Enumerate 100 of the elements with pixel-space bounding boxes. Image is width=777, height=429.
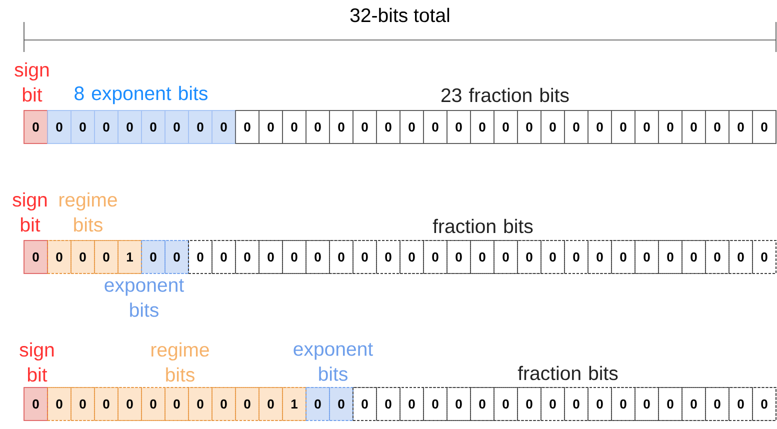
bit-cell: 0 [728, 240, 753, 274]
bit-cell: 0 [329, 240, 354, 274]
bit-cell: 0 [446, 387, 471, 421]
bit-cell: 0 [611, 240, 636, 274]
bit-cell: 0 [682, 110, 706, 144]
bit-cell: 0 [118, 110, 142, 144]
bit-cell: 0 [352, 387, 377, 421]
bit-cell: 0 [352, 240, 377, 274]
bit-cell: 0 [47, 110, 72, 144]
field-heading: sign bit [14, 62, 49, 102]
bit-cell: 1 [118, 240, 142, 274]
field-heading: exponent bits [294, 343, 373, 381]
field-heading: fraction bits [518, 366, 618, 380]
bit-cell: 0 [70, 240, 95, 274]
bit-cell: 0 [540, 240, 565, 274]
field-heading: sign bit [12, 192, 47, 232]
bit-cell: 0 [752, 110, 776, 144]
bit-cell: 0 [235, 387, 260, 421]
field-heading: regime bits [152, 342, 209, 382]
bit-cell: 0 [658, 240, 682, 274]
bit-cell: 0 [118, 387, 142, 421]
bit-cell: 0 [705, 110, 730, 144]
field-heading: 23 fraction bits [442, 88, 569, 102]
bit-cell: 0 [188, 387, 212, 421]
bit-cell: 0 [446, 240, 471, 274]
bit-cell: 0 [470, 110, 494, 144]
bit-cell: 0 [212, 240, 236, 274]
bit-cell: 0 [376, 240, 400, 274]
bit-cell: 0 [164, 240, 189, 274]
bit-cell: 0 [494, 110, 518, 144]
bit-cell: 0 [258, 387, 283, 421]
bit-cell: 0 [423, 387, 448, 421]
bit-cell: 0 [376, 387, 400, 421]
bit-cell: 0 [306, 240, 330, 274]
bit-cell: 0 [400, 110, 424, 144]
bit-cell: 0 [70, 387, 95, 421]
bit-cell: 0 [470, 387, 494, 421]
bit-cell: 0 [588, 110, 612, 144]
bit-cell: 0 [329, 110, 354, 144]
bit-cell: 0 [47, 387, 72, 421]
bit-cell: 0 [588, 387, 612, 421]
bit-cell: 0 [188, 110, 212, 144]
bit-cell: 0 [611, 387, 636, 421]
bit-cell: 0 [329, 387, 354, 421]
bit-cell: 0 [258, 240, 283, 274]
bit-cell: 0 [400, 240, 424, 274]
bit-cell: 0 [517, 387, 542, 421]
field-heading: exponent bits [104, 279, 184, 317]
bit-cell: 0 [517, 110, 542, 144]
bit-cell: 0 [141, 110, 166, 144]
bit-cell: 0 [188, 240, 212, 274]
bit-cell: 0 [70, 110, 95, 144]
bit-cell: 1 [282, 387, 306, 421]
bit-cell: 0 [164, 387, 189, 421]
bit-cell: 0 [94, 240, 118, 274]
bit-cell: 0 [47, 240, 72, 274]
field-heading: 8 exponent bits [74, 86, 208, 104]
bit-cell: 0 [141, 240, 166, 274]
bit-cell: 0 [494, 240, 518, 274]
bit-cell: 0 [752, 240, 776, 274]
bit-cell: 0 [352, 110, 377, 144]
bit-cell: 0 [540, 110, 565, 144]
bit-cell: 0 [282, 240, 306, 274]
bit-cell: 0 [705, 387, 730, 421]
bit-cell: 0 [282, 110, 306, 144]
bit-cell: 0 [141, 387, 166, 421]
bit-cell: 0 [564, 387, 588, 421]
bit-cell: 0 [400, 387, 424, 421]
field-heading: regime bits [60, 192, 117, 232]
bit-cell: 0 [446, 110, 471, 144]
bit-cell: 0 [94, 110, 118, 144]
bit-cell: 0 [494, 387, 518, 421]
field-heading: sign bit [20, 342, 54, 382]
bit-cell: 0 [212, 110, 236, 144]
bit-cell: 0 [634, 110, 659, 144]
bit-cell: 0 [682, 240, 706, 274]
bit-cell: 0 [258, 110, 283, 144]
bit-cell: 0 [634, 240, 659, 274]
bit-cell: 0 [306, 387, 330, 421]
bit-cell: 0 [658, 110, 682, 144]
dimension-label: 32-bits total [350, 8, 450, 22]
field-heading: fraction bits [432, 218, 533, 234]
bit-cell: 0 [634, 387, 659, 421]
bit-cell: 0 [235, 240, 260, 274]
bit-cell: 0 [705, 240, 730, 274]
bit-cell: 0 [423, 240, 448, 274]
bit-cell: 0 [564, 240, 588, 274]
bit-cell: 0 [658, 387, 682, 421]
bit-cell: 0 [517, 240, 542, 274]
bit-cell: 0 [564, 110, 588, 144]
bit-cell: 0 [235, 110, 260, 144]
bit-cell: 0 [588, 240, 612, 274]
bit-cell: 0 [164, 110, 189, 144]
bit-cell: 0 [611, 110, 636, 144]
bit-cell: 0 [540, 387, 565, 421]
bit-cell: 0 [682, 387, 706, 421]
bit-cell: 0 [728, 387, 753, 421]
bit-cell: 0 [212, 387, 236, 421]
bit-cell: 0 [423, 110, 448, 144]
bit-cell: 0 [94, 387, 118, 421]
